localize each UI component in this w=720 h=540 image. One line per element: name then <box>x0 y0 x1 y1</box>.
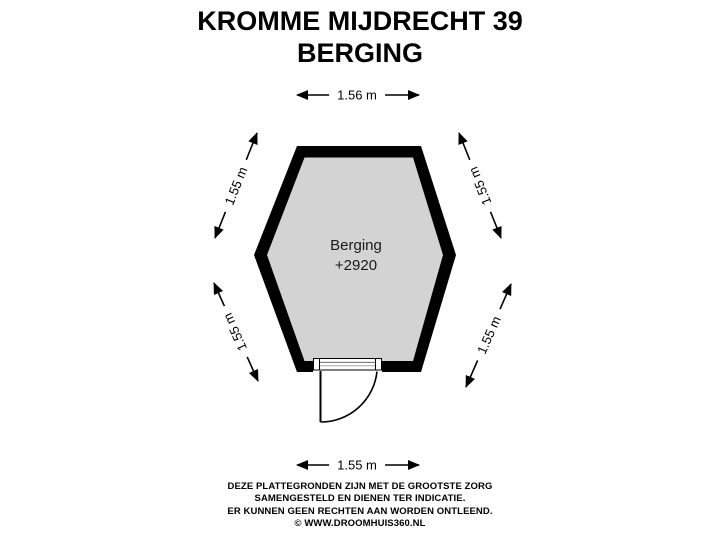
disclaimer-line-4: © WWW.DROOMHUIS360.NL <box>294 518 426 530</box>
door-jamb-right <box>375 358 382 371</box>
disclaimer-line-3: ER KUNNEN GEEN RECHTEN AAN WORDEN ONTLEE… <box>227 505 493 517</box>
disclaimer-line-1: DEZE PLATTEGRONDEN ZIJN MET DE GROOTSTE … <box>227 481 493 492</box>
room-name: Berging <box>330 237 382 254</box>
title-room-type: BERGING <box>296 38 423 68</box>
room-level: +2920 <box>334 257 378 274</box>
door-threshold <box>313 358 382 371</box>
dimension-label-bottom: 1.55 m <box>329 456 385 474</box>
disclaimer-line-2: SAMENGESTELD EN DIENEN TER INDICATIE. <box>254 493 466 505</box>
title-address: KROMME MIJDRECHT 39 <box>197 6 523 36</box>
disclaimer-text: DEZE PLATTEGRONDEN ZIJN MET DE GROOTSTE … <box>0 481 720 531</box>
room-floor <box>267 157 443 361</box>
room-label: Berging +2920 <box>256 236 456 276</box>
door-jamb-left <box>313 358 320 371</box>
page-title: KROMME MIJDRECHT 39 BERGING <box>0 5 720 69</box>
dimension-label-top: 1.56 m <box>329 86 385 104</box>
door-swing-arc <box>320 371 378 423</box>
